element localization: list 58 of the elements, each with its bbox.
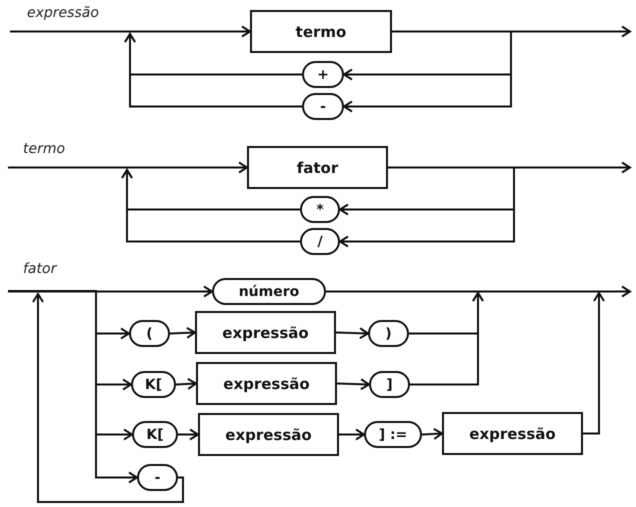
terminal-pill [364, 421, 422, 448]
node-label: ) [385, 326, 392, 342]
terminal-pill [300, 228, 340, 255]
node-label: expressão [225, 426, 312, 444]
node-label: termo [296, 22, 346, 40]
node-label: - [320, 98, 326, 114]
connector-arrow [176, 378, 197, 390]
node-label: + [317, 66, 329, 82]
nonterminal-box [250, 10, 392, 53]
connector-arrow [170, 326, 196, 339]
terminal-pill [368, 320, 409, 347]
nonterminal-box [195, 311, 336, 354]
node-label: * [316, 202, 324, 218]
connector-arrow [326, 286, 631, 298]
connector-arrow [124, 33, 302, 108]
terminal-pill [369, 371, 410, 398]
node-label: ] [386, 376, 393, 392]
connector-arrow [8, 286, 213, 298]
nonterminal-box [247, 146, 388, 189]
nonterminal-box [198, 413, 339, 456]
connector-arrow [336, 327, 369, 340]
node-label: ] := [378, 426, 408, 442]
node-label: K[ [146, 426, 164, 442]
rule-name: expressão [27, 5, 99, 21]
nonterminal-box [196, 362, 337, 405]
node-label: número [238, 284, 300, 300]
connector-arrow [343, 30, 512, 112]
connector-arrow [121, 169, 300, 242]
node-label: / [317, 234, 323, 250]
connector-arrow [32, 293, 184, 503]
rule-name: termo [23, 141, 66, 157]
terminal-pill [300, 196, 340, 223]
connector-arrow [339, 166, 515, 248]
terminal-pill [129, 320, 170, 347]
node-label: expressão [469, 424, 556, 442]
terminal-pill [137, 464, 178, 491]
node-label: expressão [222, 324, 309, 342]
terminal-pill [131, 371, 176, 398]
connector-arrow [8, 290, 138, 484]
rule-name: fator [23, 261, 56, 277]
node-label: K[ [144, 376, 162, 392]
connector-arrow [178, 428, 199, 440]
terminal-pill [212, 278, 326, 305]
nonterminal-box [442, 412, 583, 455]
terminal-pill [132, 421, 178, 448]
connector-arrow [8, 162, 248, 174]
terminal-pill [302, 93, 344, 120]
connector-arrow [336, 378, 370, 390]
terminal-pill [302, 61, 344, 88]
connector-arrow [10, 26, 251, 38]
node-label: ( [146, 326, 153, 342]
node-label: - [154, 470, 160, 486]
node-label: fator [296, 158, 338, 176]
node-label: expressão [223, 374, 310, 392]
connector-arrow [410, 292, 484, 386]
connector-arrow [583, 292, 605, 434]
connector-arrow [339, 428, 365, 440]
connector-arrow [422, 428, 443, 440]
